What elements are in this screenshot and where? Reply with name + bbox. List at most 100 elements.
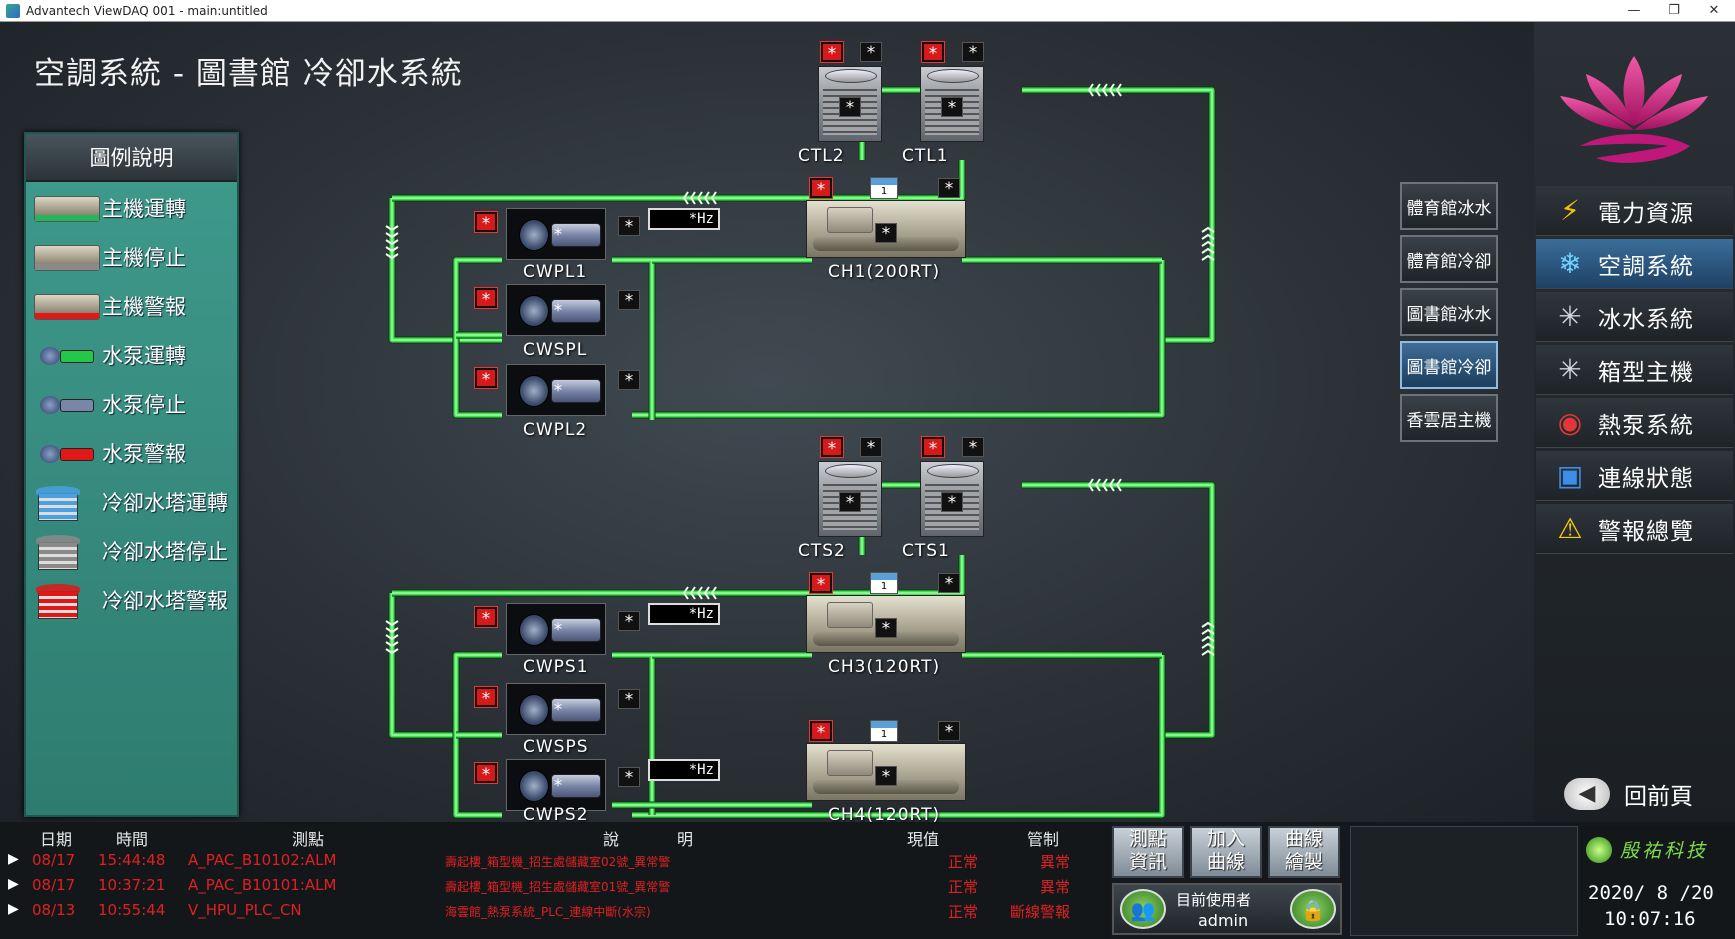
alarm-row[interactable]: ▶ 08/13 10:55:44 V_HPU_PLC_CN 海雲館_熱泵系統_P…: [0, 898, 1110, 923]
pipe: [1022, 482, 1215, 738]
users-icon[interactable]: 👥: [1120, 889, 1166, 929]
schedule-calendar-icon[interactable]: 1: [870, 177, 898, 199]
status-symbol[interactable]: *: [475, 288, 497, 310]
close-button[interactable]: ✕: [1708, 3, 1720, 18]
main-nav-button[interactable]: ✳ 冰水系統: [1536, 292, 1733, 342]
status-symbol[interactable]: *: [860, 42, 882, 63]
status-symbol[interactable]: *: [922, 42, 944, 64]
alarm-table: 日期 時間 測點 說 明 現值 管制 ▶ 08/17 15:44:48 A_PA…: [0, 822, 1110, 939]
pump-cwspl[interactable]: *: [506, 284, 606, 336]
status-symbol[interactable]: *: [860, 437, 882, 458]
main-nav-button[interactable]: ❄ 空調系統: [1536, 239, 1733, 289]
cooling-tower-cts1[interactable]: *: [920, 461, 984, 537]
schedule-calendar-icon[interactable]: 1: [870, 572, 898, 594]
pump-cwpl1[interactable]: *: [506, 208, 606, 260]
site-nav-button[interactable]: 體育館冰水: [1400, 182, 1498, 230]
pipe: [612, 651, 656, 815]
pipe: [1022, 481, 1216, 739]
status-symbol[interactable]: *: [810, 178, 832, 200]
site-nav-button[interactable]: 圖書館冷卻: [1400, 341, 1498, 389]
status-symbol[interactable]: *: [618, 290, 640, 311]
main-nav-button[interactable]: ▣ 連線狀態: [1536, 451, 1733, 501]
frequency-readout[interactable]: *Hz: [648, 208, 720, 230]
tower-status-symbol: *: [839, 97, 861, 118]
site-nav-button[interactable]: 圖書館冰水: [1400, 288, 1498, 336]
legend-item: 主機停止: [32, 235, 186, 279]
status-symbol[interactable]: *: [922, 437, 944, 459]
back-button[interactable]: ◀ 回前頁: [1564, 777, 1693, 811]
pipe: [1022, 86, 1216, 344]
status-symbol[interactable]: *: [618, 689, 640, 710]
window-title: Advantech ViewDAQ 001 - main:untitled: [26, 3, 268, 18]
main-nav-label: 警報總覽: [1598, 518, 1694, 545]
site-nav-button[interactable]: 體育館冷卻: [1400, 235, 1498, 283]
chiller-ch4[interactable]: *: [806, 743, 966, 801]
brand-logo-icon: [1586, 836, 1612, 863]
chiller-ch3[interactable]: *: [806, 595, 966, 653]
pump-alarm-icon: [32, 435, 96, 471]
pump-cwps1[interactable]: *: [506, 603, 606, 655]
frequency-readout[interactable]: *Hz: [648, 759, 720, 781]
cooling-tower-ctl1[interactable]: *: [920, 66, 984, 142]
snowflake-small-icon: ✳: [1558, 300, 1582, 333]
pump-cwpl2[interactable]: *: [506, 364, 606, 416]
cooling-tower-label: CTL2: [798, 146, 845, 166]
chiller-status-symbol: *: [875, 618, 897, 639]
point-info-button[interactable]: 測點 資訊: [1112, 826, 1184, 878]
status-symbol[interactable]: *: [962, 42, 984, 63]
status-symbol[interactable]: *: [938, 178, 960, 199]
draw-curve-button[interactable]: 曲線 繪製: [1268, 826, 1340, 878]
alarm-row[interactable]: ▶ 08/17 10:37:21 A_PAC_B10101:ALM 壽起樓_箱型…: [0, 873, 1110, 898]
status-symbol[interactable]: *: [821, 437, 843, 459]
status-symbol[interactable]: *: [618, 767, 640, 788]
status-symbol[interactable]: *: [475, 763, 497, 785]
status-symbol[interactable]: *: [618, 611, 640, 632]
alarm-row[interactable]: ▶ 08/17 15:44:48 A_PAC_B10102:ALM 壽起樓_箱型…: [0, 848, 1110, 873]
status-symbol[interactable]: *: [618, 370, 640, 391]
status-symbol[interactable]: *: [938, 573, 960, 594]
pump-cwps2[interactable]: *: [506, 759, 606, 811]
site-nav-button[interactable]: 香雲居主機: [1400, 394, 1498, 442]
status-symbol[interactable]: *: [810, 721, 832, 743]
alarm-value: 正常: [948, 878, 979, 896]
main-nav-button[interactable]: ⚠ 警報總覽: [1536, 504, 1733, 554]
status-symbol[interactable]: *: [938, 721, 960, 742]
legend-item-label: 水泵警報: [102, 442, 186, 466]
pump-label: CWSPS: [523, 737, 589, 757]
pump-label: CWPL1: [523, 262, 588, 282]
status-symbol[interactable]: *: [475, 212, 497, 234]
restore-button[interactable]: ❐: [1668, 3, 1680, 18]
schedule-calendar-icon[interactable]: 1: [870, 720, 898, 742]
current-user-label: 目前使用者: [1176, 891, 1252, 909]
alarm-time: 10:37:21: [98, 876, 166, 894]
frequency-readout[interactable]: *Hz: [648, 603, 720, 625]
play-icon[interactable]: ▶: [8, 876, 19, 892]
main-nav-button[interactable]: ◉ 熱泵系統: [1536, 398, 1733, 448]
lock-icon[interactable]: 🔒: [1290, 889, 1336, 929]
alarm-point: A_PAC_B10101:ALM: [188, 876, 337, 894]
status-symbol[interactable]: *: [962, 437, 984, 458]
status-symbol[interactable]: *: [475, 607, 497, 629]
legend-item: 冷卻水塔警報: [32, 578, 228, 622]
play-icon[interactable]: ▶: [8, 901, 19, 917]
chiller-ch1[interactable]: *: [806, 200, 966, 258]
heatpump-icon: ◉: [1557, 406, 1583, 439]
status-symbol[interactable]: *: [475, 368, 497, 390]
add-curve-button[interactable]: 加入 曲線: [1190, 826, 1262, 878]
cooling-tower-label: CTS2: [798, 541, 846, 561]
cooling-tower-label: CTS1: [902, 541, 950, 561]
pump-cwsps[interactable]: *: [506, 683, 606, 735]
cooling-tower-ctl2[interactable]: *: [818, 66, 882, 142]
status-symbol[interactable]: *: [475, 687, 497, 709]
legend-item-label: 主機停止: [102, 246, 186, 270]
alarm-control: 異常: [1039, 878, 1070, 896]
play-icon[interactable]: ▶: [8, 851, 19, 867]
main-nav-button[interactable]: ⚡ 電力資源: [1536, 186, 1733, 236]
status-symbol[interactable]: *: [618, 216, 640, 237]
minimize-button[interactable]: —: [1627, 3, 1641, 18]
lotus-logo-icon: [1560, 56, 1708, 163]
main-nav-button[interactable]: ✳ 箱型主機: [1536, 345, 1733, 395]
status-symbol[interactable]: *: [821, 42, 843, 64]
cooling-tower-cts2[interactable]: *: [818, 461, 882, 537]
status-symbol[interactable]: *: [810, 573, 832, 595]
